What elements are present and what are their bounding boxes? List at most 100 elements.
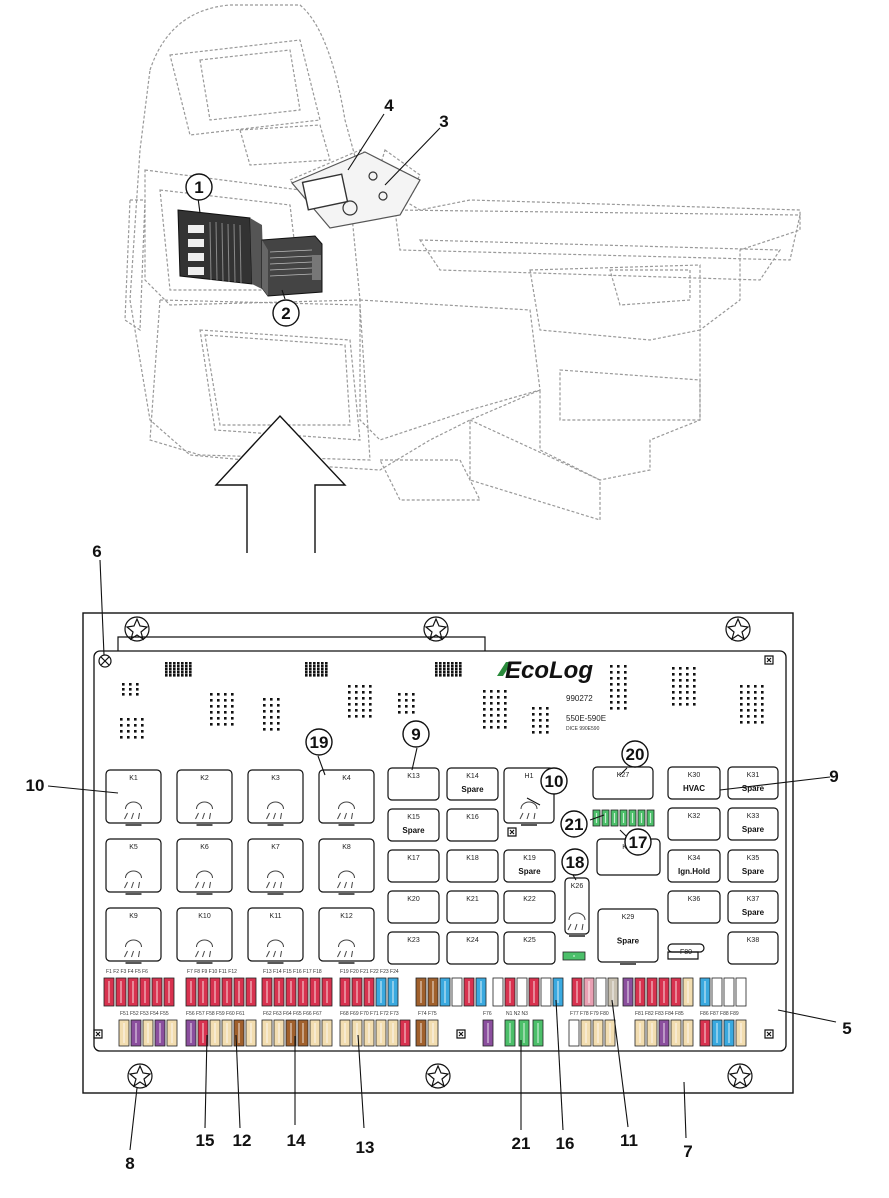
connector-pin bbox=[539, 713, 542, 716]
connector-pin bbox=[173, 671, 176, 674]
relay-k9: K9 bbox=[105, 907, 162, 964]
connector-pin bbox=[309, 671, 312, 674]
connector-pin bbox=[761, 709, 764, 712]
connector-pin bbox=[305, 671, 308, 674]
connector-pin bbox=[740, 715, 743, 718]
connector-pin bbox=[224, 693, 227, 696]
fuse-label: F81 F82 F83 F84 F85 bbox=[635, 1011, 684, 1017]
connector-pin bbox=[610, 665, 613, 668]
connector-pin bbox=[217, 699, 220, 702]
connector-pin bbox=[754, 685, 757, 688]
connector-pin bbox=[398, 705, 401, 708]
connector-pin bbox=[459, 668, 462, 671]
connector-pin bbox=[754, 709, 757, 712]
connector-pin bbox=[165, 662, 168, 665]
corner-marks bbox=[93, 655, 774, 1039]
connector-pin bbox=[617, 695, 620, 698]
relay-id: K9 bbox=[129, 913, 138, 920]
connector-pin bbox=[497, 726, 500, 729]
relay-k24: K24 bbox=[446, 931, 499, 965]
connector-pin bbox=[210, 693, 213, 696]
relay-id: K8 bbox=[342, 844, 351, 851]
relay-id: K4 bbox=[342, 775, 351, 782]
connector-pin bbox=[120, 718, 123, 721]
connector-pin bbox=[761, 721, 764, 724]
callout-13: 13 bbox=[356, 1138, 375, 1157]
connector-pin bbox=[169, 668, 172, 671]
connector-pin bbox=[325, 674, 328, 677]
connector-pin bbox=[277, 704, 280, 707]
connector-pin bbox=[313, 665, 316, 668]
connector-pin bbox=[455, 668, 458, 671]
connector-pin bbox=[177, 665, 180, 668]
relay-k7: K7 bbox=[247, 838, 304, 895]
relay-id: K36 bbox=[688, 896, 701, 903]
connector-pin bbox=[355, 715, 358, 718]
relay-id: K35 bbox=[747, 855, 760, 862]
connector-pin bbox=[610, 701, 613, 704]
connector-pin bbox=[455, 671, 458, 674]
relay-function: Spare bbox=[518, 867, 541, 876]
connector-pin bbox=[185, 674, 188, 677]
connector-pin bbox=[120, 730, 123, 733]
connector-pin bbox=[747, 691, 750, 694]
connector-pin bbox=[181, 674, 184, 677]
connector-pin bbox=[173, 674, 176, 677]
connector-pin bbox=[754, 715, 757, 718]
connector-pin bbox=[348, 685, 351, 688]
connector-pin bbox=[317, 662, 320, 665]
connector-pin bbox=[177, 671, 180, 674]
fuse-rows bbox=[103, 809, 747, 1047]
connector-pin bbox=[761, 697, 764, 700]
fuse-label: F7 F8 F9 F10 F11 F12 bbox=[187, 969, 237, 975]
connector-pin bbox=[224, 711, 227, 714]
connector-pin bbox=[217, 705, 220, 708]
connector-pin bbox=[754, 703, 757, 706]
connector-pin bbox=[173, 668, 176, 671]
connector-pin bbox=[224, 717, 227, 720]
connector-pin bbox=[321, 662, 324, 665]
connector-pin bbox=[459, 671, 462, 674]
connector-pin bbox=[672, 679, 675, 682]
fuse-labels: F1 F2 F3 F4 F5 F6 F7 F8 F9 F10 F11 F12 F… bbox=[106, 969, 739, 1017]
view-arrow bbox=[214, 414, 347, 553]
fuse-label: F77 F78 F79 F80 bbox=[570, 1011, 609, 1017]
connector-pin bbox=[129, 688, 132, 691]
connector-pin bbox=[617, 671, 620, 674]
connector-pin bbox=[451, 674, 454, 677]
connector-pin bbox=[459, 665, 462, 668]
connector-pin bbox=[754, 697, 757, 700]
connector-pin bbox=[362, 715, 365, 718]
callout-21-top: 21 bbox=[565, 815, 584, 834]
connector-pin bbox=[747, 703, 750, 706]
relay-k26: K26 bbox=[564, 877, 590, 937]
relay-k12: K12 bbox=[318, 907, 375, 964]
relay-id: K34 bbox=[688, 855, 701, 862]
connector-pin bbox=[141, 718, 144, 721]
connector-pin bbox=[747, 697, 750, 700]
callout-17: 17 bbox=[629, 833, 648, 852]
relay-id: K23 bbox=[407, 937, 420, 944]
relay-k18: K18 bbox=[446, 849, 499, 883]
connector-pin bbox=[443, 668, 446, 671]
connector-pin bbox=[181, 671, 184, 674]
lamp-icon bbox=[337, 801, 355, 820]
connector-pin bbox=[610, 695, 613, 698]
connector-pin bbox=[165, 665, 168, 668]
connector-pin bbox=[348, 703, 351, 706]
connector-pin bbox=[483, 714, 486, 717]
connector-pin bbox=[490, 720, 493, 723]
connector-pin bbox=[369, 703, 372, 706]
connector-pin bbox=[355, 685, 358, 688]
relay-id: K1 bbox=[129, 775, 138, 782]
connector-pin bbox=[754, 721, 757, 724]
connector-pin bbox=[624, 707, 627, 710]
relay-id: K32 bbox=[688, 813, 701, 820]
connector-pin bbox=[761, 685, 764, 688]
connector-pin bbox=[169, 662, 172, 665]
connector-pin bbox=[679, 703, 682, 706]
connector-pin bbox=[451, 665, 454, 668]
connector-pin bbox=[224, 723, 227, 726]
connector-pin bbox=[321, 668, 324, 671]
